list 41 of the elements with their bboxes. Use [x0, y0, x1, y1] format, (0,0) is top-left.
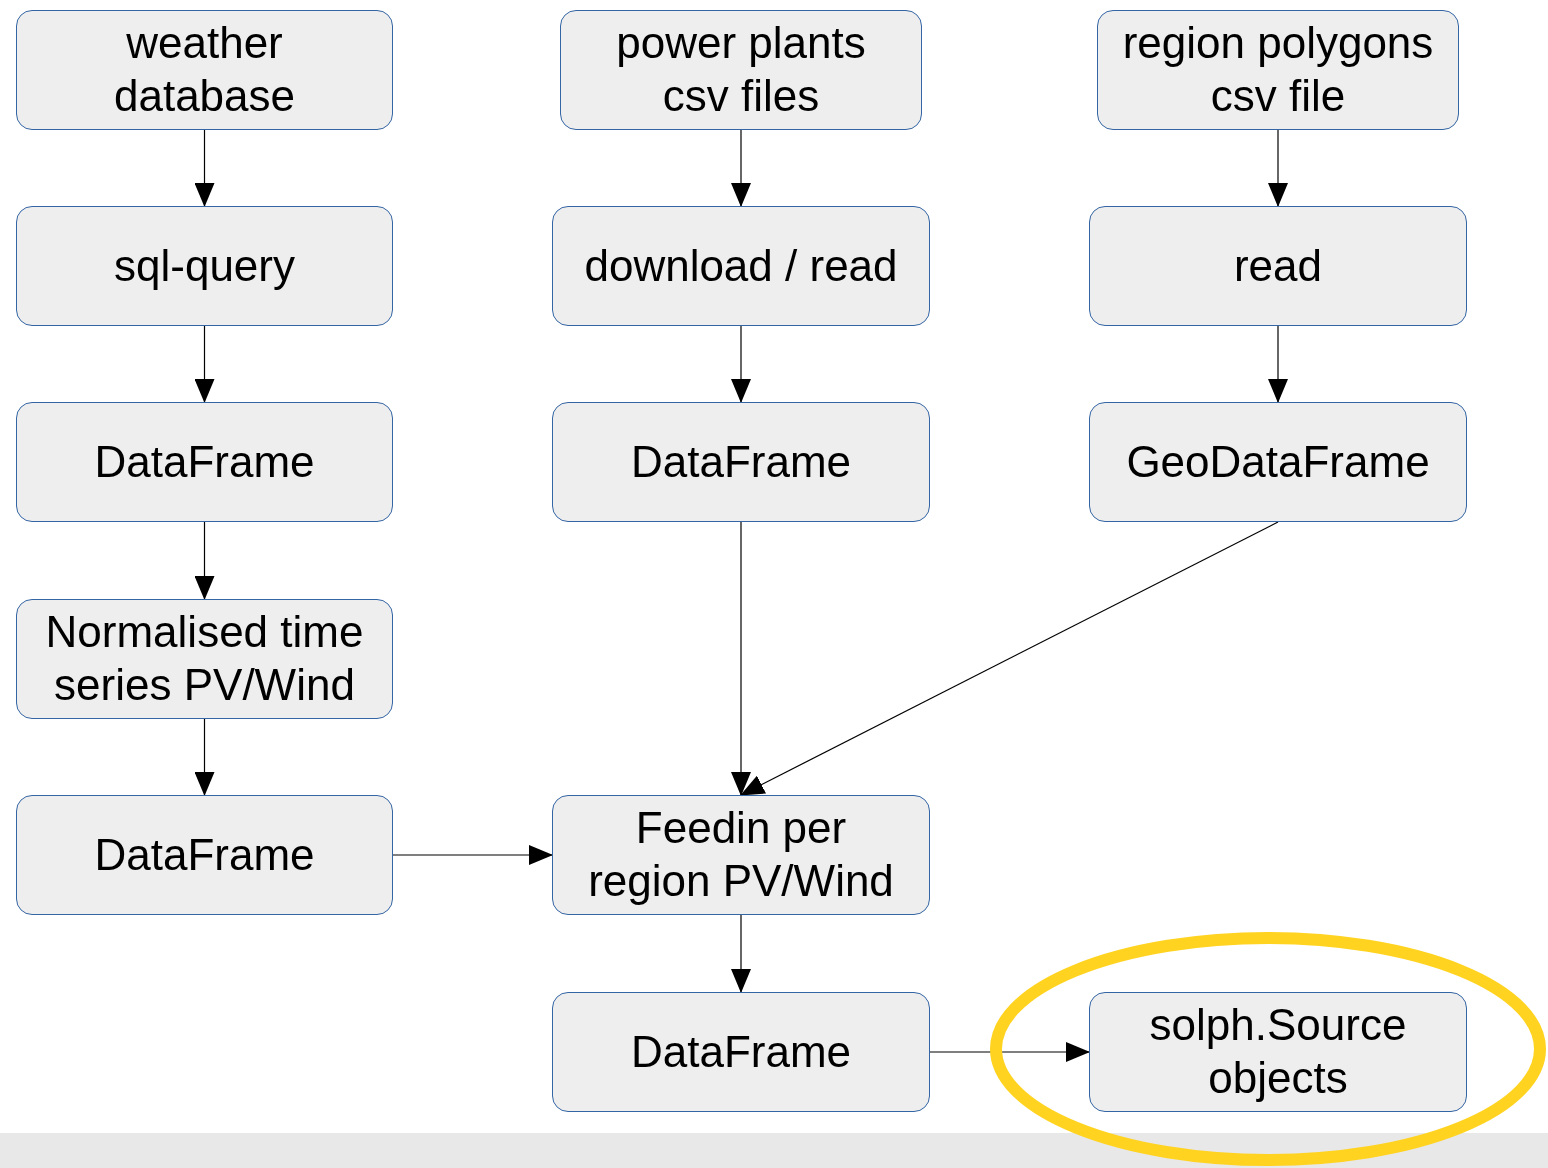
- box-label: GeoDataFrame: [1126, 435, 1430, 488]
- box-label: DataFrame: [630, 435, 852, 488]
- arrow: [194, 718, 215, 796]
- process-box: [16, 795, 393, 915]
- arrow: [392, 845, 553, 865]
- process-box: [1097, 10, 1459, 130]
- arrow: [194, 521, 215, 600]
- process-box: [552, 402, 930, 522]
- arrow: [731, 129, 751, 207]
- process-box: [1089, 206, 1467, 326]
- box-label: Feedin per region PV/Wind: [587, 802, 895, 907]
- process-box: [16, 206, 393, 326]
- process-box: [16, 402, 393, 522]
- arrow: [1268, 325, 1288, 403]
- process-box: [552, 795, 930, 915]
- box-label: power plants csv files: [615, 17, 867, 122]
- box-label: read: [1233, 239, 1323, 292]
- arrow: [1268, 129, 1288, 207]
- box-label: DataFrame: [630, 1025, 852, 1078]
- process-box: [552, 992, 930, 1112]
- arrow: [740, 521, 1279, 796]
- box-label: sql-query: [114, 239, 295, 292]
- box-label: Normalised time series PV/Wind: [44, 606, 365, 711]
- box-label: download / read: [584, 239, 898, 292]
- arrow: [929, 1042, 1090, 1062]
- box-label: DataFrame: [94, 828, 315, 881]
- box-label: weather database: [112, 17, 297, 122]
- arrow: [731, 521, 751, 796]
- process-box: [1089, 992, 1467, 1112]
- process-box: [552, 206, 930, 326]
- process-box: [560, 10, 922, 130]
- process-box: [1089, 402, 1467, 522]
- process-box: [16, 599, 393, 719]
- arrow: [731, 325, 751, 403]
- box-label: DataFrame: [94, 435, 315, 488]
- arrow: [731, 914, 751, 993]
- box-label: solph.Source objects: [1148, 999, 1408, 1104]
- arrow: [194, 129, 215, 207]
- arrow: [194, 325, 215, 403]
- box-label: region polygons csv file: [1121, 17, 1435, 122]
- process-box: [16, 10, 393, 130]
